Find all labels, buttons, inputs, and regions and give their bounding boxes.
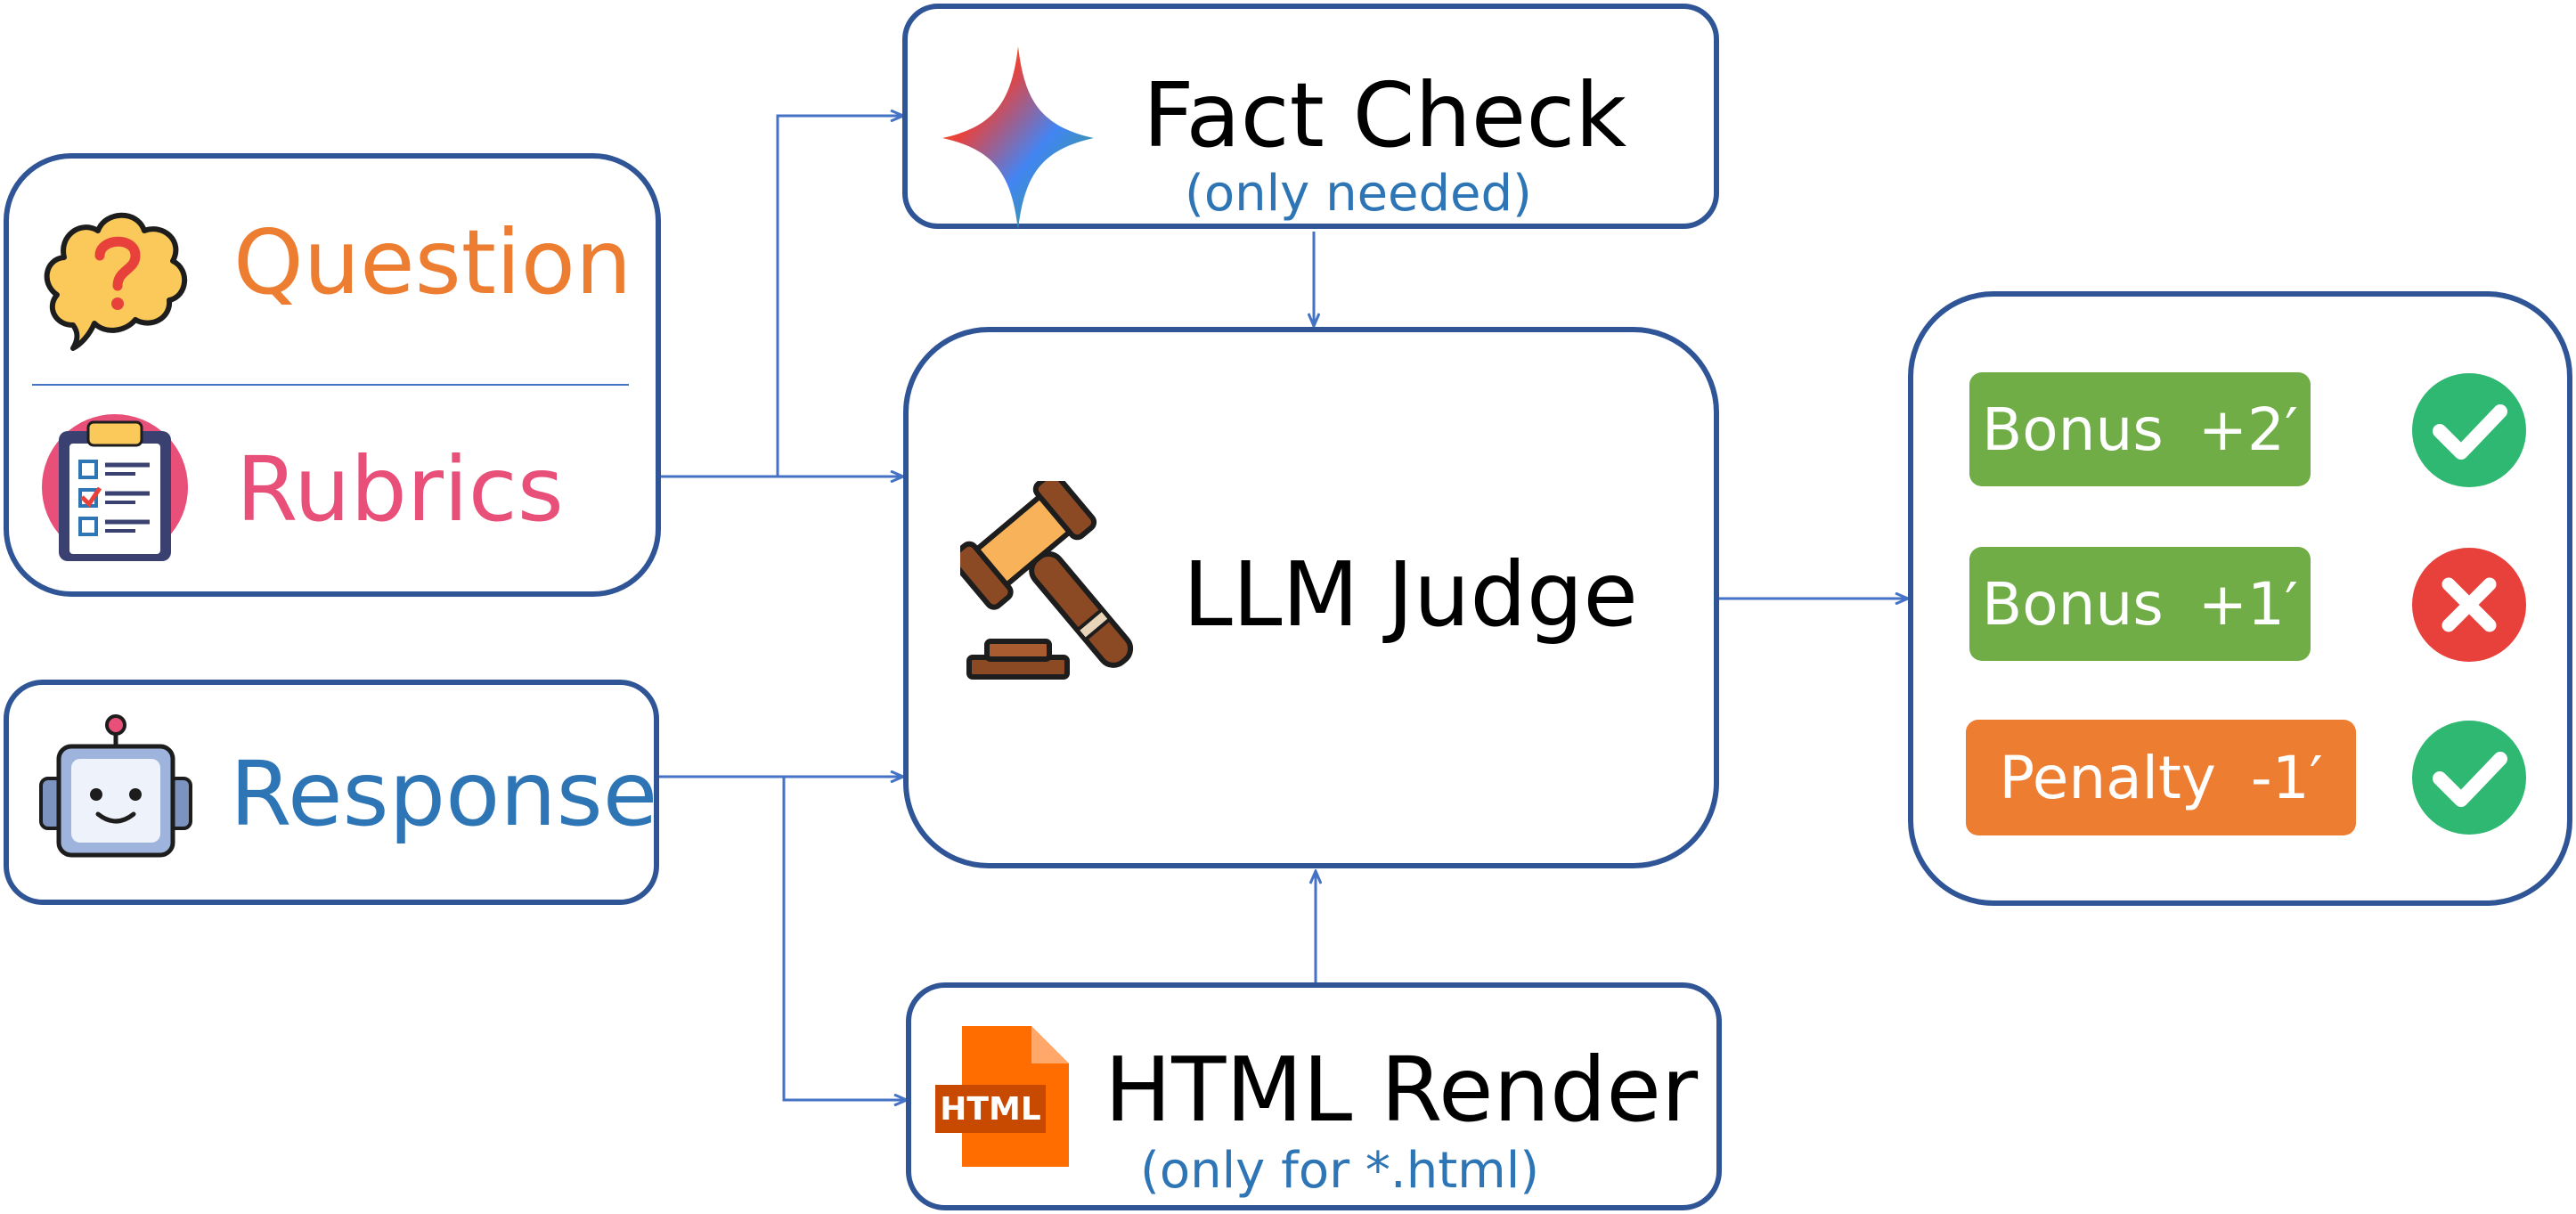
cross-icon	[2412, 548, 2526, 662]
check-icon	[2412, 373, 2526, 487]
response-label: Response	[230, 742, 658, 846]
result-pill-0: Bonus +2′	[1969, 372, 2311, 486]
gavel-icon	[960, 481, 1134, 680]
arrow-inputs-to-factcheck	[776, 116, 903, 477]
html-render-title: HTML Render	[1105, 1038, 1699, 1142]
fact-check-subtitle: (only needed)	[1185, 165, 1532, 223]
result-pill-2: Penalty -1′	[1966, 720, 2356, 835]
llm-judge-box	[903, 327, 1719, 868]
sparkle-icon	[942, 46, 1094, 230]
html-file-icon: HTML	[935, 1026, 1069, 1167]
inputs-divider	[32, 384, 629, 386]
html-file-badge: HTML	[940, 1091, 1040, 1128]
rubrics-clipboard-icon	[42, 414, 188, 561]
question-label: Question	[233, 210, 632, 314]
llm-judge-title: LLM Judge	[1183, 542, 1638, 647]
result-pill-1: Bonus +1′	[1969, 547, 2311, 661]
html-render-subtitle: (only for *.html)	[1140, 1142, 1540, 1200]
fact-check-title: Fact Check	[1143, 63, 1627, 167]
question-thought-icon	[44, 212, 188, 351]
rubrics-label: Rubrics	[236, 437, 564, 542]
robot-icon	[39, 714, 192, 858]
arrow-response-to-htmlrender	[782, 777, 907, 1100]
check-icon	[2412, 721, 2526, 835]
